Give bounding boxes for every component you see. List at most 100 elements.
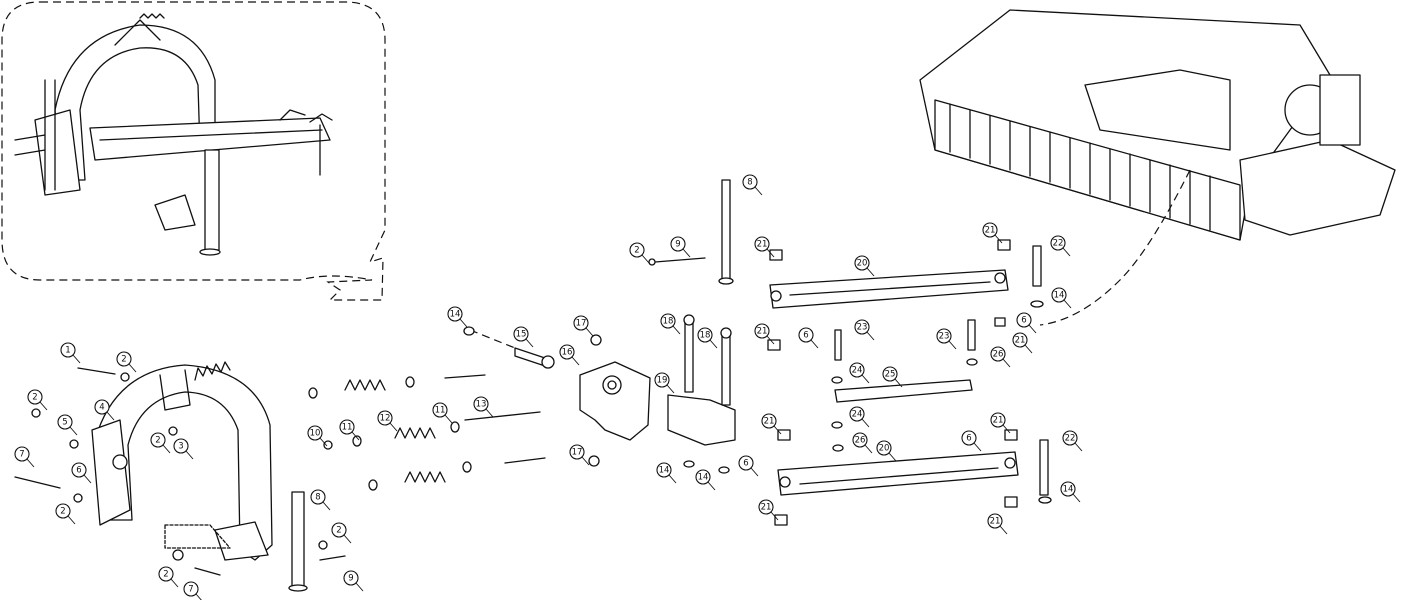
callout-21: 21 bbox=[987, 513, 1008, 535]
callout-13: 13 bbox=[473, 396, 494, 418]
callout-11: 11 bbox=[339, 419, 360, 441]
callout-6: 6 bbox=[1016, 312, 1037, 334]
callout-18: 18 bbox=[660, 313, 681, 335]
svg-text:2: 2 bbox=[634, 246, 639, 256]
svg-text:16: 16 bbox=[562, 348, 573, 358]
callout-12: 12 bbox=[377, 410, 398, 432]
callout-23: 23 bbox=[854, 319, 875, 341]
svg-text:22: 22 bbox=[1065, 434, 1076, 444]
callout-24: 24 bbox=[849, 406, 870, 428]
svg-text:2: 2 bbox=[163, 570, 168, 580]
svg-text:4: 4 bbox=[99, 403, 104, 413]
callout-21: 21 bbox=[990, 412, 1011, 434]
svg-text:18: 18 bbox=[700, 331, 711, 341]
svg-text:11: 11 bbox=[342, 423, 353, 433]
svg-text:8: 8 bbox=[747, 178, 752, 188]
callout-11: 11 bbox=[432, 402, 453, 424]
svg-text:13: 13 bbox=[476, 400, 487, 410]
callout-21: 21 bbox=[754, 323, 775, 345]
svg-text:17: 17 bbox=[576, 319, 587, 329]
svg-text:20: 20 bbox=[879, 444, 890, 454]
callout-8: 8 bbox=[310, 489, 331, 511]
callout-10: 10 bbox=[307, 425, 328, 447]
svg-text:9: 9 bbox=[675, 240, 680, 250]
inset-detail-view bbox=[1, 1, 386, 301]
callout-8: 8 bbox=[742, 174, 763, 196]
pivot-bracket bbox=[579, 179, 736, 474]
callout-6: 6 bbox=[798, 327, 819, 349]
callout-2: 2 bbox=[629, 242, 650, 264]
svg-text:17: 17 bbox=[572, 448, 583, 458]
callout-24: 24 bbox=[849, 362, 870, 384]
spring-group bbox=[308, 326, 555, 491]
svg-text:5: 5 bbox=[62, 418, 67, 428]
callout-1: 1 bbox=[60, 342, 81, 364]
svg-text:2: 2 bbox=[121, 355, 126, 365]
svg-text:6: 6 bbox=[743, 459, 748, 469]
svg-text:12: 12 bbox=[380, 414, 391, 424]
callout-21: 21 bbox=[754, 236, 775, 258]
callout-2: 2 bbox=[27, 389, 48, 411]
svg-text:6: 6 bbox=[76, 466, 81, 476]
svg-text:2: 2 bbox=[32, 393, 37, 403]
callout-7: 7 bbox=[183, 581, 202, 600]
svg-text:23: 23 bbox=[857, 323, 868, 333]
svg-text:3: 3 bbox=[178, 442, 183, 452]
svg-text:21: 21 bbox=[764, 417, 775, 427]
callout-26: 26 bbox=[990, 346, 1011, 368]
svg-text:11: 11 bbox=[435, 406, 446, 416]
callout-4: 4 bbox=[94, 399, 115, 421]
svg-text:14: 14 bbox=[1063, 485, 1074, 495]
callout-6: 6 bbox=[961, 430, 982, 452]
svg-text:21: 21 bbox=[985, 226, 996, 236]
svg-text:19: 19 bbox=[657, 376, 668, 386]
svg-text:14: 14 bbox=[698, 473, 709, 483]
svg-text:21: 21 bbox=[1015, 336, 1026, 346]
callout-21: 21 bbox=[1012, 332, 1033, 354]
callout-2: 2 bbox=[331, 522, 352, 544]
svg-text:7: 7 bbox=[19, 450, 24, 460]
svg-text:1: 1 bbox=[65, 346, 70, 356]
svg-text:21: 21 bbox=[993, 416, 1004, 426]
callout-2: 2 bbox=[116, 351, 137, 373]
svg-text:22: 22 bbox=[1053, 239, 1064, 249]
svg-text:2: 2 bbox=[336, 526, 341, 536]
callout-14: 14 bbox=[656, 462, 677, 484]
svg-text:24: 24 bbox=[852, 366, 863, 376]
upper-link bbox=[767, 239, 1044, 351]
svg-text:21: 21 bbox=[761, 503, 772, 513]
callout-14: 14 bbox=[1051, 287, 1072, 309]
callout-6: 6 bbox=[71, 462, 92, 484]
callout-19: 19 bbox=[654, 372, 675, 394]
callout-20: 20 bbox=[876, 440, 897, 462]
callout-14: 14 bbox=[447, 306, 468, 328]
callout-22: 22 bbox=[1062, 430, 1083, 452]
svg-text:6: 6 bbox=[1021, 316, 1026, 326]
callout-14: 14 bbox=[1060, 481, 1081, 503]
svg-text:24: 24 bbox=[852, 410, 863, 420]
callout-17: 17 bbox=[573, 315, 594, 337]
hydraulic-cylinder bbox=[831, 319, 978, 452]
callout-15: 15 bbox=[513, 326, 534, 348]
svg-text:9: 9 bbox=[348, 574, 353, 584]
callout-20: 20 bbox=[854, 255, 875, 277]
svg-text:21: 21 bbox=[757, 240, 768, 250]
svg-text:2: 2 bbox=[60, 507, 65, 517]
callout-14: 14 bbox=[695, 469, 716, 491]
callout-2: 2 bbox=[150, 432, 171, 454]
callout-2: 2 bbox=[158, 566, 179, 588]
callout-17: 17 bbox=[569, 444, 590, 466]
callout-21: 21 bbox=[761, 413, 782, 435]
svg-text:6: 6 bbox=[803, 331, 808, 341]
lower-link bbox=[774, 429, 1052, 526]
svg-text:23: 23 bbox=[939, 332, 950, 342]
callout-5: 5 bbox=[57, 414, 78, 436]
callout-22: 22 bbox=[1050, 235, 1071, 257]
svg-text:18: 18 bbox=[663, 317, 674, 327]
callout-6: 6 bbox=[738, 455, 759, 477]
svg-text:14: 14 bbox=[450, 310, 461, 320]
svg-text:2: 2 bbox=[155, 436, 160, 446]
svg-text:6: 6 bbox=[966, 434, 971, 444]
svg-text:15: 15 bbox=[516, 330, 527, 340]
